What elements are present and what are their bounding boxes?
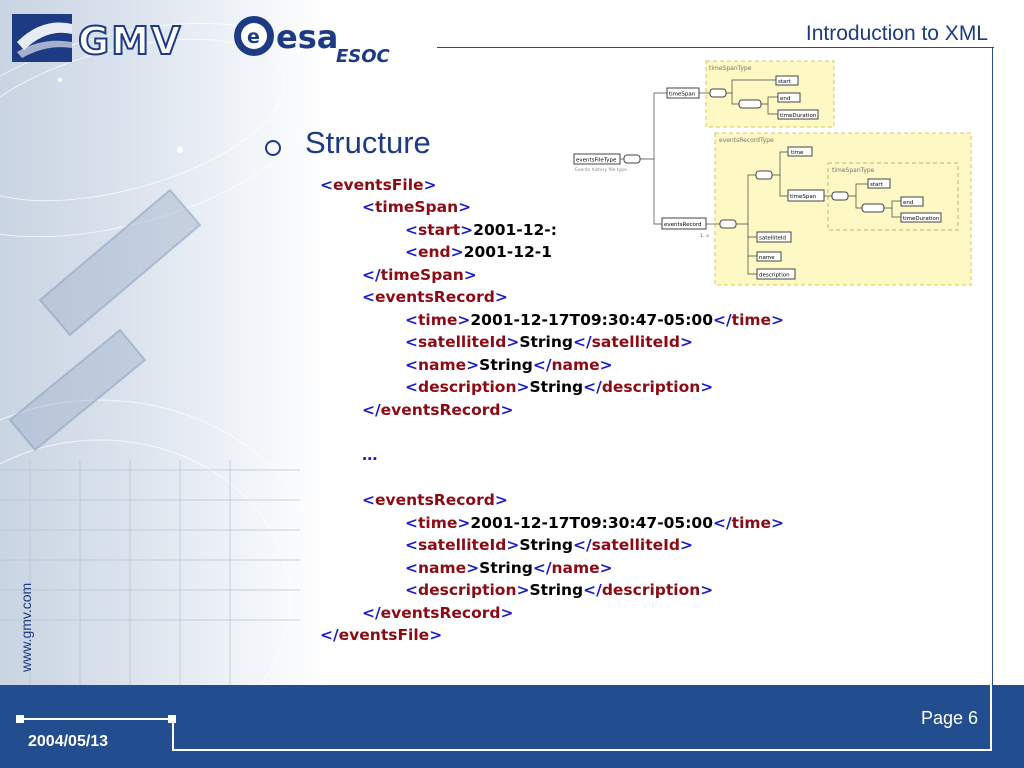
inner-end-node-label: end [903, 200, 913, 206]
esoc-logo-text: ESOC [336, 46, 391, 67]
inner-timespan-node [787, 189, 825, 202]
code-line-satelliteid: <satelliteId>String</satelliteId> [405, 333, 694, 351]
code-line-record-close: </eventsRecord> [362, 604, 514, 622]
section-heading: Structure [305, 125, 431, 160]
code-line-eventsfile-close: </eventsFile> [320, 626, 443, 644]
footer-corner-marker [16, 715, 24, 723]
eventsrecord-node [661, 217, 707, 230]
inner-timeduration-node-label: timeDuration [903, 216, 940, 222]
code-line-time: <time>2001-12-17T09:30:47-05:00</time> [405, 514, 785, 532]
gmv-logo: GMV [12, 14, 182, 64]
inner-timespan-node-label: timeSpan [790, 194, 817, 200]
start-node [775, 75, 799, 86]
svg-text:e: e [247, 26, 260, 48]
inner-timeduration-node [900, 212, 942, 223]
footer-bar [0, 685, 1024, 768]
end-node-label: end [780, 96, 790, 102]
start-node-label: start [778, 79, 792, 85]
slide-title: Introduction to XML [805, 22, 988, 45]
satelliteid-node-label: satelliteId [759, 236, 786, 242]
timeduration-node [777, 109, 819, 120]
timeduration-node-label: timeDuration [780, 113, 817, 119]
satellite-background-art [0, 22, 330, 685]
eventsfiletype-caption: Events history file type [575, 167, 627, 173]
name-node-label: name [759, 255, 775, 261]
background-panel [0, 0, 330, 685]
timespan-node-label: timeSpan [669, 92, 696, 98]
time-node [787, 146, 813, 157]
footer-divider [172, 749, 992, 751]
inner-end-node [900, 196, 924, 207]
footer-divider [172, 718, 174, 750]
end-node [777, 92, 801, 103]
name-node [756, 251, 782, 262]
code-line-name: <name>String</name> [405, 356, 613, 374]
code-line-name: <name>String</name> [405, 559, 613, 577]
code-line-record-close: </eventsRecord> [362, 401, 514, 419]
time-node-label: time [791, 150, 804, 156]
esa-logo-text: esa [276, 18, 338, 56]
header-divider [437, 47, 994, 48]
website-link[interactable]: www.gmv.com [18, 582, 34, 672]
code-line-record-open: <eventsRecord> [362, 288, 508, 306]
eventsrecord-occurs: 1..∞ [700, 233, 710, 239]
code-line-time: <time>2001-12-17T09:30:47-05:00</time> [405, 311, 785, 329]
slide-date: 2004/05/13 [28, 733, 109, 750]
description-node-label: description [759, 273, 790, 279]
code-line-start: <start>2001-12-: [405, 221, 557, 239]
code-line-description: <description>String</description> [405, 378, 714, 396]
code-line-timespan-close: </timeSpan> [362, 266, 477, 284]
footer-divider [990, 685, 992, 751]
inner-start-node [867, 178, 891, 189]
eventsrecordtype-label: eventsRecordType [719, 137, 774, 144]
bullet-circle-icon [265, 140, 281, 156]
timespantype-label: timeSpanType [709, 65, 752, 72]
code-line-description: <description>String</description> [405, 581, 714, 599]
esa-esoc-logo: e esa ESOC [234, 16, 391, 67]
code-line-record-open: <eventsRecord> [362, 491, 508, 509]
code-line-eventsfile-open: <eventsFile> [320, 176, 437, 194]
code-line-satelliteid: <satelliteId>String</satelliteId> [405, 536, 694, 554]
gmv-logo-text: GMV [78, 19, 182, 63]
eventsfiletype-node-label: eventsFileType [576, 158, 617, 164]
page-number: Page 6 [920, 708, 978, 728]
code-line-timespan-open: <timeSpan> [362, 198, 472, 216]
footer-corner-marker [168, 715, 176, 723]
xml-schema-diagram: timeSpanType timeSpan start end timeDura… [573, 60, 972, 286]
eventsrecord-node-label: eventsRecord [664, 222, 702, 228]
right-border-line [992, 47, 993, 687]
inner-start-node-label: start [870, 182, 884, 188]
code-line-end: <end>2001-12-1 [405, 243, 553, 261]
footer-divider [20, 718, 172, 720]
inner-timespantype-label: timeSpanType [832, 167, 875, 174]
code-line-ellipsis: … [362, 446, 378, 464]
